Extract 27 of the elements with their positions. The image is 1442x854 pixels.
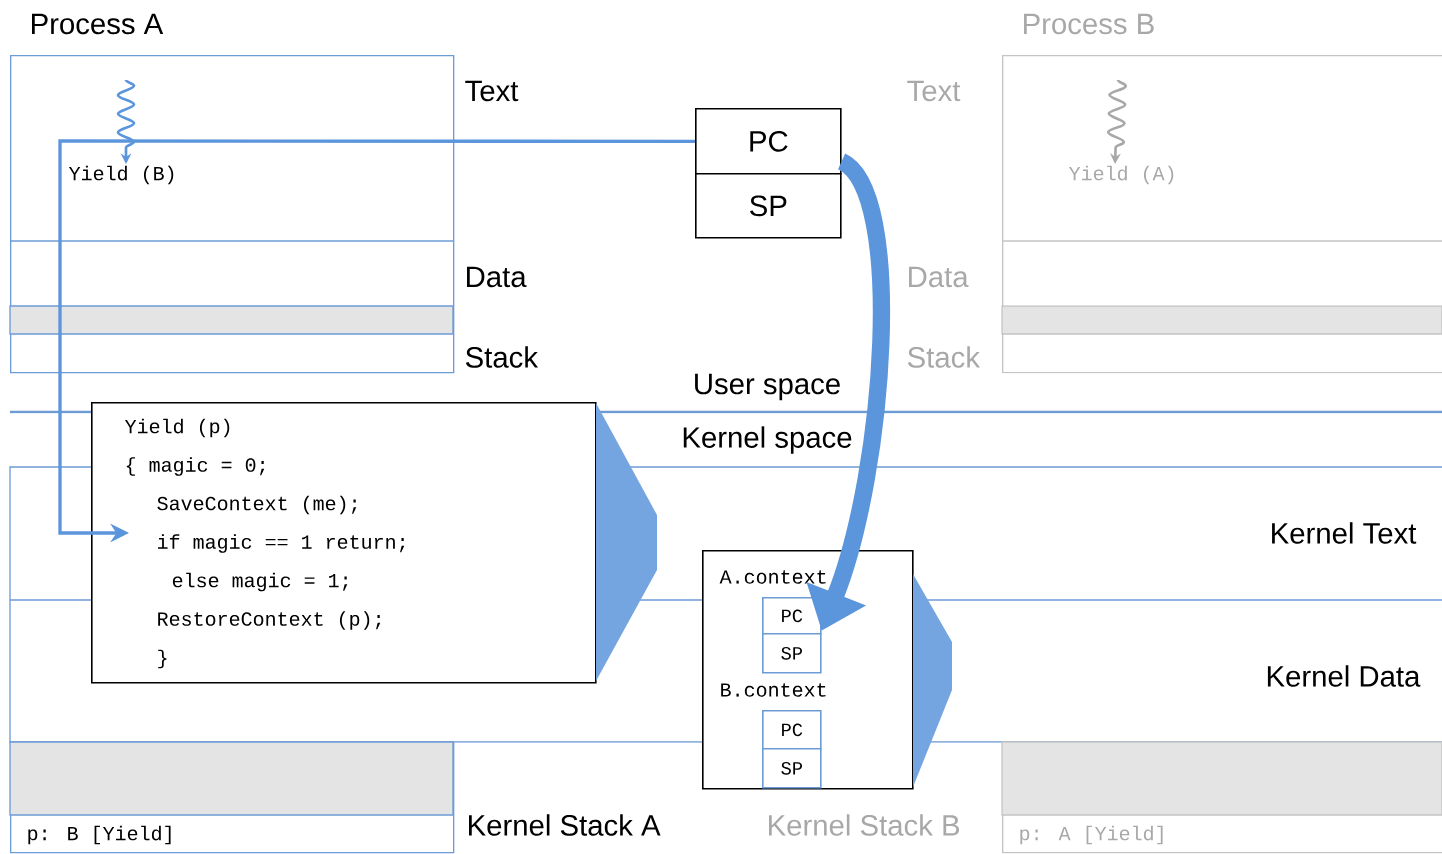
segment-label: Data — [909, 266, 969, 288]
region-label: User space — [695, 373, 840, 401]
code-text: A.context — [719, 570, 826, 584]
code-text: p: B [Yield] — [28, 825, 171, 845]
register-box: SP — [762, 633, 822, 674]
region-label: Kernel Data — [1267, 665, 1421, 687]
stack-label: Kernel Stack B — [769, 814, 960, 836]
process-heading: Process B — [1024, 13, 1154, 35]
stack-label: Kernel Stack A — [469, 814, 661, 836]
code-text: p: A [Yield] — [1020, 825, 1163, 845]
code-text: Yield (B) — [68, 165, 174, 185]
register-box: PC — [762, 597, 822, 635]
code-text: B.context — [721, 683, 826, 697]
region-label: Kernel Text — [1272, 522, 1417, 544]
process-heading: Process A — [32, 13, 164, 35]
segment-label: Data — [467, 266, 527, 288]
segment-label: Stack — [907, 346, 981, 368]
register-box: PC — [762, 710, 822, 750]
callout-pointer — [913, 574, 952, 787]
register-box: PC — [695, 108, 842, 175]
register-box: SP — [762, 748, 822, 789]
segment-label: Text — [465, 80, 519, 102]
register-box: SP — [695, 173, 842, 239]
region-label: Kernel space — [683, 426, 852, 454]
segment-label: Text — [907, 80, 961, 102]
code-text: Yield (A) — [1068, 165, 1174, 185]
segment-label: Stack — [465, 346, 538, 368]
